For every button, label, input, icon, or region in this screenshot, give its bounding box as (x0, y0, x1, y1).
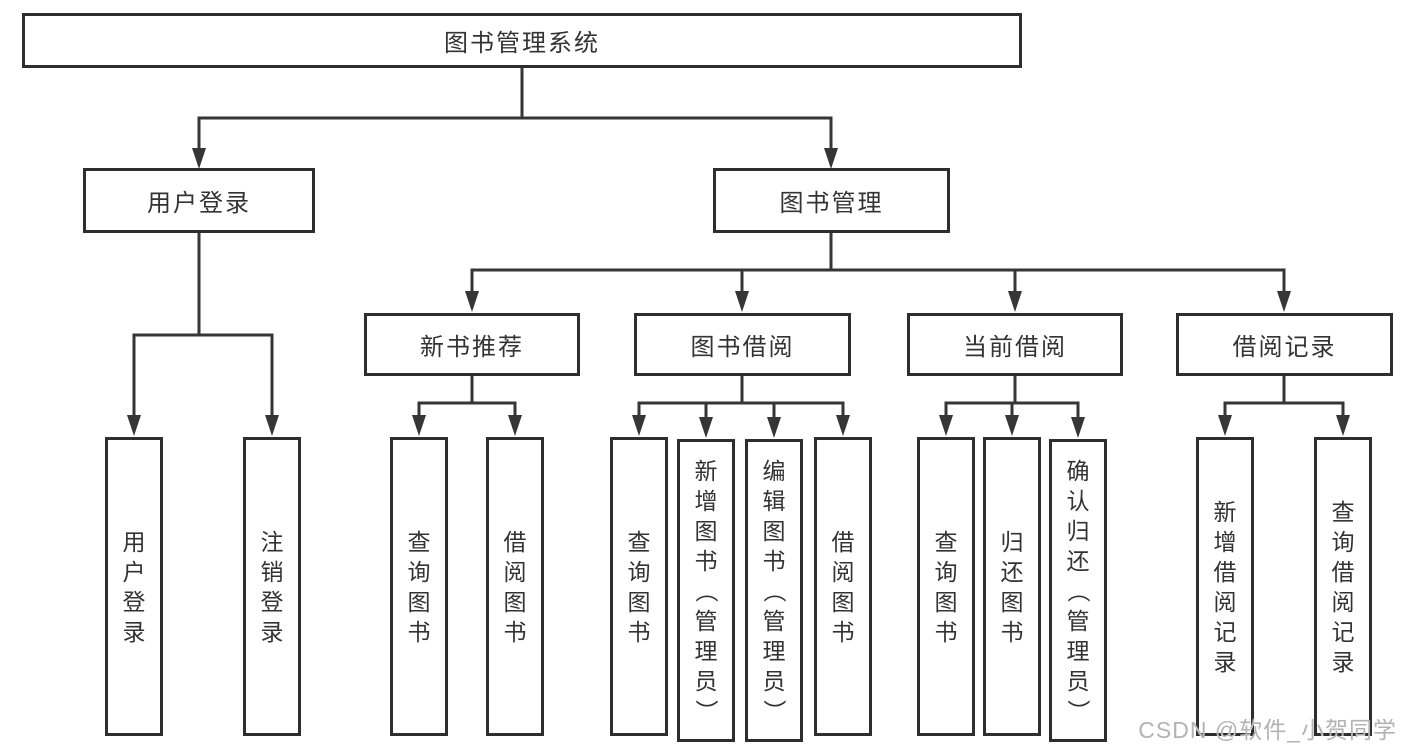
leaf-logout: 注销登录 (243, 437, 301, 736)
connector-management-to-level3 (465, 231, 1291, 312)
leaf-borrow-add-book-admin: 新增图书（管理员） (677, 439, 735, 742)
node-book-management: 图书管理 (713, 168, 950, 233)
connector-borrow-to-leaves (632, 374, 850, 438)
leaf-logout-label: 注销登录 (260, 528, 284, 645)
leaf-borrow-edit-book-admin: 编辑图书（管理员） (745, 439, 803, 742)
leaf-current-confirm-return-admin-label: 确认归还（管理员） (1065, 457, 1091, 723)
node-root-label: 图书管理系统 (444, 30, 600, 57)
connector-records-to-leaves (1218, 374, 1350, 436)
node-user-login-label: 用户登录 (147, 190, 251, 217)
connector-current-to-leaves (939, 374, 1085, 438)
arrowhead (127, 415, 279, 436)
leaf-current-query-book: 查询图书 (917, 437, 975, 736)
leaf-user-login-label: 用户登录 (122, 528, 146, 645)
arrowhead (632, 415, 850, 438)
node-current-borrow-label: 当前借阅 (963, 334, 1067, 361)
leaf-records-query-record: 查询借阅记录 (1314, 437, 1372, 736)
arrowhead (192, 148, 838, 169)
leaf-borrow-query-book-label: 查询图书 (627, 528, 651, 645)
leaf-borrow-borrow-book-label: 借阅图书 (831, 528, 855, 645)
leaf-borrow-borrow-book: 借阅图书 (814, 437, 872, 736)
connector-line (637, 374, 845, 421)
arrowhead (465, 291, 1291, 312)
node-book-management-label: 图书管理 (779, 190, 884, 217)
connector-line (470, 231, 1286, 296)
connector-recommend-to-leaves (412, 374, 522, 436)
leaf-recommend-borrow-book-label: 借阅图书 (503, 528, 527, 645)
node-user-login: 用户登录 (83, 168, 315, 233)
leaf-recommend-borrow-book: 借阅图书 (486, 437, 544, 736)
connector-line (944, 374, 1080, 421)
connector-root-to-level2 (192, 66, 838, 169)
leaf-records-query-record-label: 查询借阅记录 (1331, 498, 1355, 675)
leaf-records-add-record-label: 新增借阅记录 (1213, 498, 1237, 675)
connector-line (197, 66, 833, 152)
connector-login-to-leaves (127, 231, 279, 436)
leaf-current-return-book: 归还图书 (983, 437, 1041, 736)
node-new-book-recommend-label: 新书推荐 (420, 334, 524, 361)
leaf-recommend-query-book: 查询图书 (390, 437, 448, 736)
arrowhead (412, 415, 522, 436)
leaf-current-return-book-label: 归还图书 (1000, 528, 1024, 645)
leaf-borrow-add-book-admin-label: 新增图书（管理员） (693, 457, 719, 723)
arrowhead (1218, 415, 1350, 436)
arrowhead (939, 415, 1085, 438)
connector-line (1223, 374, 1345, 420)
node-new-book-recommend: 新书推荐 (364, 313, 580, 376)
connector-line (417, 374, 517, 420)
node-current-borrow: 当前借阅 (907, 313, 1123, 376)
node-borrow-records: 借阅记录 (1176, 313, 1393, 376)
leaf-records-add-record: 新增借阅记录 (1196, 437, 1254, 736)
node-borrow-records-label: 借阅记录 (1232, 334, 1337, 361)
node-root: 图书管理系统 (22, 13, 1022, 68)
node-book-borrow-label: 图书借阅 (690, 334, 795, 361)
leaf-current-confirm-return-admin: 确认归还（管理员） (1049, 439, 1107, 742)
leaf-borrow-edit-book-admin-label: 编辑图书（管理员） (761, 457, 787, 723)
leaf-borrow-query-book: 查询图书 (610, 437, 668, 736)
leaf-recommend-query-book-label: 查询图书 (407, 528, 431, 645)
node-book-borrow: 图书借阅 (634, 313, 851, 376)
leaf-user-login: 用户登录 (105, 437, 163, 736)
connector-line (132, 231, 274, 420)
leaf-current-query-book-label: 查询图书 (934, 528, 958, 645)
watermark: CSDN @软件_小贺同学 (1138, 717, 1397, 743)
